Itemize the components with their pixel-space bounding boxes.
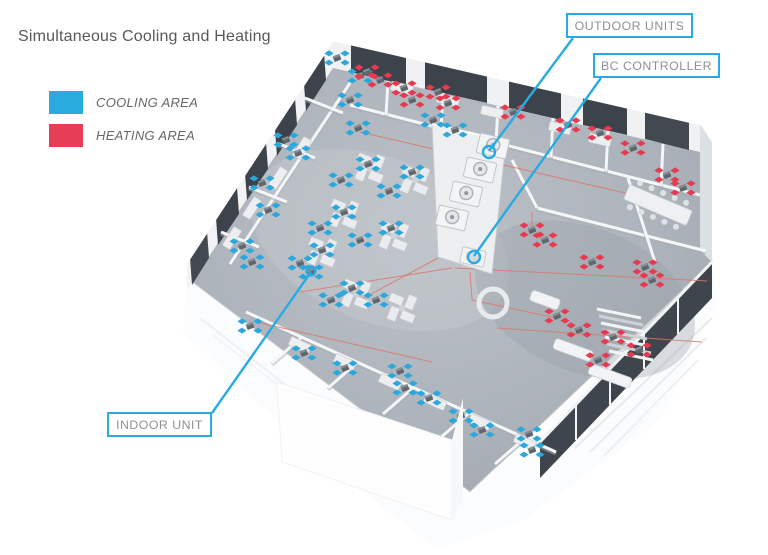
cooling-unit-marker bbox=[318, 292, 344, 308]
callout-outdoor-units: OUTDOOR UNITS bbox=[566, 13, 693, 38]
cooling-unit-marker bbox=[285, 145, 311, 161]
cooling-unit-marker bbox=[469, 422, 495, 438]
office-desk bbox=[242, 196, 262, 220]
staircase bbox=[596, 307, 654, 362]
pipe-run bbox=[469, 271, 557, 319]
cooling-unit-marker bbox=[519, 442, 545, 458]
refrigerant-pipes bbox=[255, 131, 708, 363]
foreground-facade-panel bbox=[276, 381, 463, 521]
cooling-unit-marker bbox=[255, 202, 281, 218]
cooling-unit-marker bbox=[331, 204, 357, 220]
cooling-area-swatch bbox=[49, 90, 83, 114]
cooling-unit-marker bbox=[392, 380, 418, 396]
leader-ring-indoor-unit bbox=[305, 265, 317, 277]
cooling-unit-marker bbox=[273, 132, 299, 148]
heating-area-swatch bbox=[49, 123, 83, 147]
cooling-unit-marker bbox=[287, 255, 313, 271]
callout-leader-lines bbox=[211, 37, 602, 414]
cooling-unit-marker bbox=[229, 238, 255, 254]
heating-unit-marker bbox=[632, 259, 658, 275]
outdoor-unit bbox=[434, 204, 470, 232]
cooling-area-label: COOLING AREA bbox=[96, 94, 199, 110]
cooling-unit-marker bbox=[399, 164, 425, 180]
cooling-unit-marker bbox=[291, 345, 317, 361]
cooling-unit-marker bbox=[332, 360, 358, 376]
legend-item-cooling: COOLING AREA bbox=[49, 90, 198, 114]
cooling-unit-marker bbox=[355, 156, 381, 172]
sofa bbox=[529, 290, 561, 310]
heating-unit-marker bbox=[435, 95, 461, 111]
cooling-unit-marker bbox=[337, 92, 363, 108]
legend: COOLING AREA HEATING AREA bbox=[49, 90, 198, 156]
leader-line-bc-controller bbox=[473, 77, 602, 257]
cooling-unit-marker bbox=[345, 120, 371, 136]
indoor-unit-markers bbox=[229, 50, 696, 458]
outdoor-unit bbox=[448, 180, 484, 208]
pipe-run bbox=[454, 267, 708, 282]
heating-unit-marker bbox=[600, 329, 626, 345]
cooling-unit-marker bbox=[239, 254, 265, 270]
cooling-unit-marker bbox=[324, 50, 350, 66]
heating-unit-marker bbox=[639, 272, 665, 288]
cooling-unit-marker bbox=[363, 292, 389, 308]
heating-unit-marker bbox=[587, 125, 613, 141]
heating-unit-marker bbox=[532, 232, 558, 248]
cooling-unit-marker bbox=[249, 175, 275, 191]
cooling-unit-marker bbox=[376, 183, 402, 199]
cooling-unit-marker bbox=[237, 318, 263, 334]
heating-area-label: HEATING AREA bbox=[96, 127, 195, 143]
sofa bbox=[587, 363, 633, 389]
desk-cluster bbox=[386, 292, 418, 324]
heating-unit-marker bbox=[354, 64, 380, 80]
pipe-run bbox=[359, 257, 439, 301]
cooling-unit-marker bbox=[442, 122, 468, 138]
cooling-unit-marker bbox=[416, 390, 442, 406]
cooling-unit-marker bbox=[328, 172, 354, 188]
heating-unit-marker bbox=[391, 80, 417, 96]
meeting-table bbox=[623, 180, 693, 230]
leader-line-indoor-unit bbox=[211, 271, 312, 414]
page-title: Simultaneous Cooling and Heating bbox=[18, 28, 271, 45]
callout-bc-controller: BC CONTROLLER bbox=[593, 53, 720, 78]
heating-unit-marker bbox=[555, 117, 581, 133]
heating-unit-marker bbox=[585, 352, 611, 368]
heating-unit-marker bbox=[579, 254, 605, 270]
heating-unit-marker bbox=[367, 72, 393, 88]
heating-unit-marker bbox=[626, 342, 652, 358]
cooling-unit-marker bbox=[309, 242, 335, 258]
cooling-unit-marker bbox=[339, 280, 365, 296]
legend-item-heating: HEATING AREA bbox=[49, 123, 198, 147]
pipe-run bbox=[255, 321, 433, 363]
desk-cluster bbox=[306, 236, 338, 268]
heating-unit-marker bbox=[566, 322, 592, 338]
leader-ring-bc-controller bbox=[466, 249, 482, 265]
cooling-unit-marker bbox=[387, 363, 413, 379]
heating-unit-marker bbox=[620, 140, 646, 156]
heating-unit-marker bbox=[399, 92, 425, 108]
heating-unit-marker bbox=[670, 180, 696, 196]
curved-wall-feature bbox=[476, 286, 510, 320]
heating-unit-marker bbox=[544, 308, 570, 324]
heating-unit-marker bbox=[425, 84, 451, 100]
office-desk bbox=[480, 105, 504, 119]
callout-indoor-unit: INDOOR UNIT bbox=[107, 412, 212, 437]
cooling-unit-marker bbox=[378, 220, 404, 236]
leader-line-outdoor-units bbox=[488, 37, 574, 152]
outdoor-unit bbox=[462, 156, 498, 184]
northwest-glass-facade bbox=[185, 39, 335, 290]
heating-unit-marker bbox=[654, 167, 680, 183]
pipe-run bbox=[299, 267, 453, 293]
cooling-unit-marker bbox=[307, 220, 333, 236]
pipe-run bbox=[496, 327, 703, 343]
cooling-unit-marker bbox=[516, 426, 542, 442]
cooling-unit-marker bbox=[420, 112, 446, 128]
leader-ring-outdoor-units bbox=[481, 144, 497, 160]
northeast-glass-facade bbox=[332, 38, 712, 262]
cooling-unit-marker bbox=[347, 232, 373, 248]
